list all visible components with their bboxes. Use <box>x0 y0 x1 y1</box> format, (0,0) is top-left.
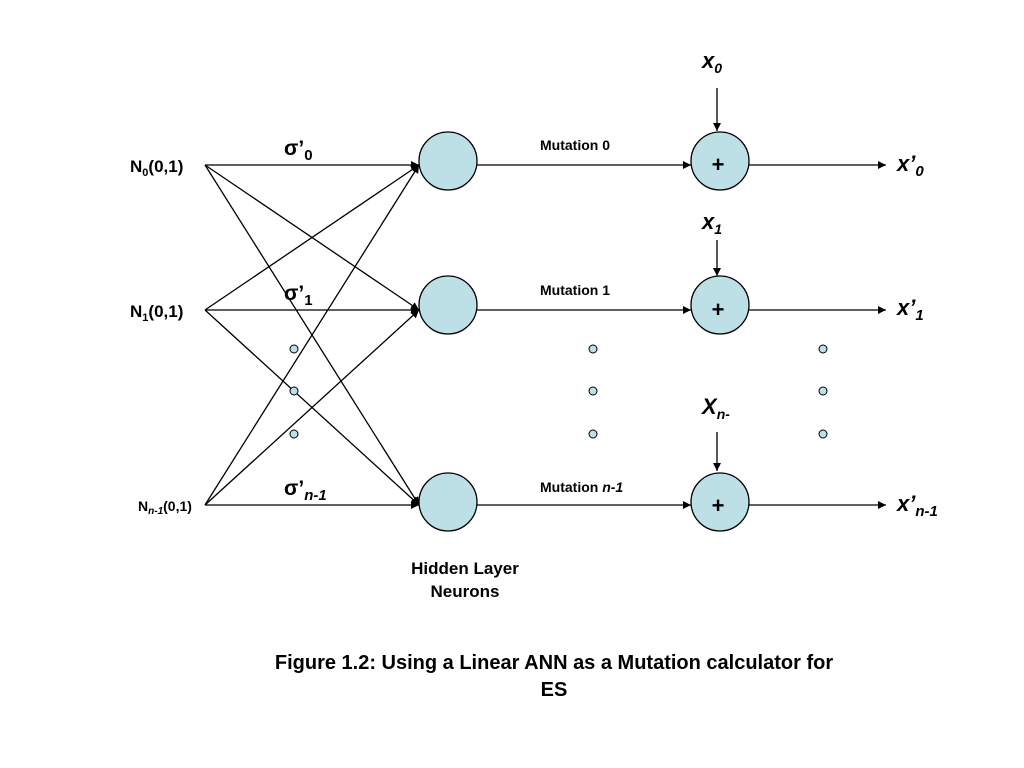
adder-plus-1: + <box>712 297 725 322</box>
input-to-hidden-connections <box>204 161 420 509</box>
hidden-neuron-0 <box>418 131 478 191</box>
sigma-label-1: σ’1 <box>284 282 313 309</box>
mutation-label-1: Mutation 1 <box>540 282 610 298</box>
ellipsis-dot <box>289 429 299 439</box>
ellipsis-dots <box>289 344 828 439</box>
hidden-neuron-1 <box>418 275 478 335</box>
hidden-layer-label: Hidden Layer <box>411 559 519 578</box>
edge-n2-h0 <box>204 164 420 506</box>
input-label-1: N1(0,1) <box>130 302 183 324</box>
input-label-0: N0(0,1) <box>130 157 183 179</box>
adder-plus-0: + <box>712 152 725 177</box>
ellipsis-dot <box>289 386 299 396</box>
adder-node-1 <box>690 275 750 335</box>
hidden-neurons <box>418 131 478 532</box>
adder-plus-2: + <box>712 493 725 518</box>
x-input-label-2: Xn- <box>700 394 730 422</box>
input-label-2: Nn-1(0,1) <box>138 498 192 517</box>
adder-node-0 <box>690 131 750 191</box>
ellipsis-dot <box>588 386 598 396</box>
adder-node-2 <box>690 472 750 532</box>
output-label-0: x’0 <box>896 151 924 180</box>
ellipsis-dot <box>818 344 828 354</box>
x-input-label-0: x0 <box>701 48 722 76</box>
mutation-label-0: Mutation 0 <box>540 137 610 153</box>
hidden-layer-label-line2: Neurons <box>431 582 500 601</box>
hidden-neuron-2 <box>418 472 478 532</box>
output-label-1: x’1 <box>896 295 924 324</box>
ellipsis-dot <box>588 344 598 354</box>
mutation-lines <box>477 88 886 509</box>
sigma-label-0: σ’0 <box>284 137 313 164</box>
ellipsis-dot <box>818 429 828 439</box>
figure-caption: Figure 1.2: Using a Linear ANN as a Muta… <box>274 652 834 701</box>
output-label-2: x’n-1 <box>896 491 938 520</box>
ellipsis-dot <box>588 429 598 439</box>
sigma-label-2: σ’n-1 <box>284 477 327 504</box>
x-input-label-1: x1 <box>701 209 722 237</box>
ellipsis-dot <box>818 386 828 396</box>
edge-n2-h1 <box>204 309 420 506</box>
ellipsis-dot <box>289 344 299 354</box>
mutation-label-2: Mutation n-1 <box>540 479 623 495</box>
edge-n1-h0 <box>204 164 420 311</box>
adder-nodes: + + + <box>690 131 750 532</box>
